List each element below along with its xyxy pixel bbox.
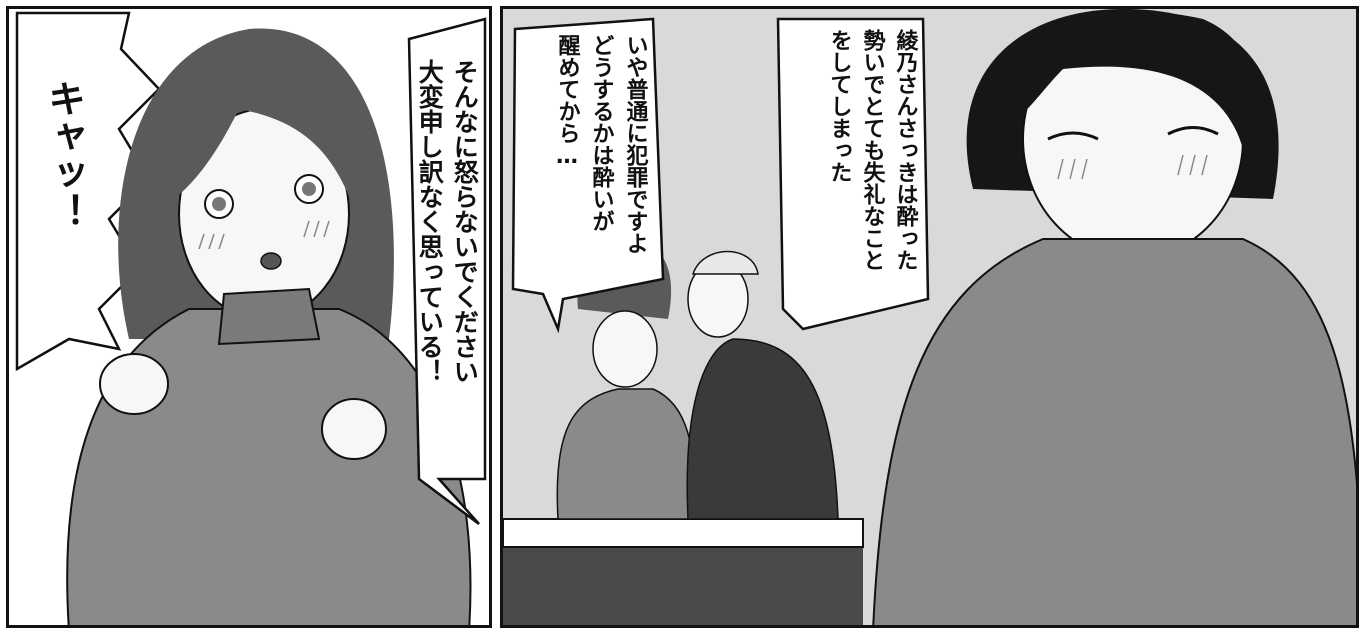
old-man-sweater: [686, 338, 839, 520]
man-bubble: [776, 17, 930, 331]
man-line-3: をしてしまった: [826, 29, 852, 183]
woman-bubble: [511, 17, 665, 334]
man-line-2: 勢いでとても失礼なこと: [859, 29, 885, 271]
woman-surprised-illustration: [15, 11, 487, 625]
mouth: [260, 252, 282, 270]
closed-eye-right: [1167, 126, 1219, 136]
small-woman-sweater: [556, 388, 695, 520]
shout-text: キャッ！: [41, 79, 86, 231]
manga-panel-left: キャッ！ そんなに怒らないでください 大変申し訳なく思っている！: [6, 6, 492, 628]
small-woman-face: [592, 310, 658, 388]
left-fist: [99, 353, 169, 415]
man-line-1: 綾乃さんさっきは酔った: [892, 29, 918, 271]
manga-panel-right: 綾乃さんさっきは酔った 勢いでとても失礼なこと をしてしまった いや普通に犯罪で…: [500, 6, 1359, 628]
right-fist: [321, 398, 387, 460]
woman-line-3: 醒めてから…: [554, 34, 580, 169]
closed-eye-left: [1047, 131, 1099, 141]
woman-line-1: いや普通に犯罪ですよ: [622, 34, 648, 254]
conversation-illustration: [503, 9, 1356, 625]
young-man-sweater: [872, 238, 1356, 625]
apology-bubble: [407, 17, 487, 525]
apology-line-2: 大変申し訳なく思っている！: [415, 59, 445, 384]
apology-line-1: そんなに怒らないでください: [450, 59, 480, 384]
woman-line-2: どうするかは酔いが: [588, 34, 614, 232]
